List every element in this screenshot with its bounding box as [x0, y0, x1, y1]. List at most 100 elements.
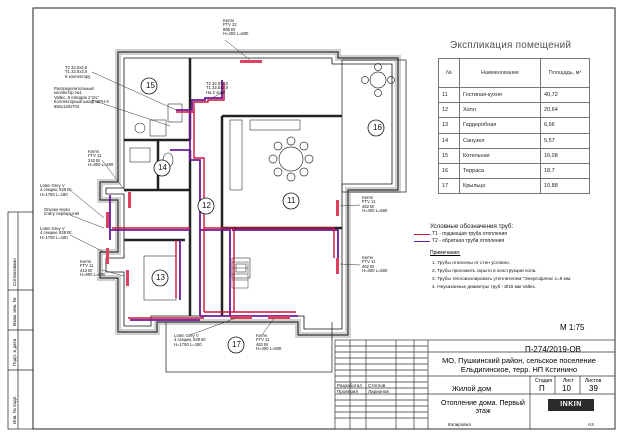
sheets-value: 39 — [589, 384, 598, 393]
stage-value: П — [539, 384, 545, 393]
inv-orig-label: Инв. № подл. — [12, 395, 17, 424]
table-cell: 17 — [438, 178, 460, 195]
project-address: МО, Пушкинский район, сельское поселение… — [442, 356, 596, 374]
dining-table — [268, 136, 314, 182]
object-name: Жилой дом — [452, 384, 492, 393]
note-item: 4. Неуказанные диаметры труб - Ø16 мм Va… — [432, 284, 537, 289]
sheet-value: 10 — [562, 384, 571, 393]
table-cell: Гардеробная — [459, 117, 541, 134]
table-cell: 20,64 — [540, 102, 590, 119]
explication-header-cell: № — [438, 58, 460, 88]
radiator-marks — [106, 60, 339, 319]
format-label: А3 — [588, 422, 594, 427]
document-title: Отопление дома. Первый этаж — [441, 400, 525, 416]
side-strip — [7, 211, 34, 430]
title-block-grid — [334, 339, 616, 430]
legend-t2-label: T2 - обратная труба отопления — [432, 238, 505, 244]
table-cell: 14 — [438, 132, 460, 149]
table-cell: 12 — [438, 102, 460, 119]
note-item: 2. Трубы проложить скрыто в конструкции … — [432, 268, 537, 273]
kitchen-counters — [229, 119, 301, 279]
table-cell: 13 — [438, 117, 460, 134]
pipes-t1 — [112, 82, 335, 319]
leader-lines — [69, 39, 361, 336]
table-cell: Крыльцо — [459, 178, 541, 195]
checker-role: Проверил — [337, 389, 359, 394]
company-logo: INKIN — [548, 399, 594, 411]
agreed-label: Согласовано — [12, 258, 17, 286]
table-cell: Холл — [459, 102, 541, 119]
table-cell: 10,88 — [540, 178, 590, 195]
notes-title: Примечания: — [430, 250, 461, 256]
table-cell: Котельная — [459, 147, 541, 164]
explication-title: Экспликация помещений — [450, 40, 572, 51]
explication-header-cell: Площадь, м² — [540, 58, 590, 88]
table-cell: Гостиная-кухня — [459, 86, 541, 104]
room-number-15: 15 — [146, 81, 155, 90]
explication-header-cell: Наименование — [459, 58, 541, 88]
legend-t1-label: T1 - подающая труба отопления — [432, 231, 507, 237]
table-cell: 15 — [438, 147, 460, 164]
table-cell: 5,57 — [540, 132, 590, 149]
table-cell: 16 — [438, 162, 460, 180]
copied-label: Копировал — [448, 422, 472, 427]
note-item: 3. Трубы теплоизолировать утеплителем "Э… — [432, 276, 572, 281]
table-cell: Санузел — [459, 132, 541, 149]
pipes-t2 — [109, 80, 339, 321]
porch-outline — [165, 322, 333, 373]
inv-subst-label: Взам. инв. № — [12, 297, 17, 326]
room-number-17: 17 — [232, 340, 241, 349]
document-code: П-274/2019-ОВ — [525, 345, 582, 354]
stage-label: Стадия — [535, 378, 553, 384]
room-number-16: 16 — [373, 123, 382, 132]
room-number-13: 13 — [156, 273, 165, 282]
scale-label: M 1:75 — [560, 323, 585, 332]
room-number-11: 11 — [287, 196, 296, 205]
sign-date-label: Подп. и дата — [12, 338, 17, 366]
table-cell: 16,08 — [540, 147, 590, 164]
table-cell: 40,72 — [540, 86, 590, 104]
table-cell: Терраса — [459, 162, 541, 180]
terrace-outline — [341, 59, 407, 193]
room-number-12: 12 — [202, 201, 211, 210]
terrace-table — [361, 63, 395, 97]
legend-t1-swatch — [414, 234, 430, 235]
legend-t2-swatch — [414, 241, 430, 242]
checker-name: Ларионов — [368, 389, 389, 394]
table-cell: 11 — [438, 86, 460, 104]
note-item: 1. Трубы отнесены от стен условно. — [432, 260, 511, 265]
table-cell: 6,66 — [540, 117, 590, 134]
legend-title: Условные обозначения труб: — [430, 223, 514, 230]
sheet-label: Лист — [563, 378, 574, 384]
outer-walls — [97, 49, 401, 338]
room-number-14: 14 — [158, 163, 167, 172]
boiler-equipment — [134, 103, 183, 137]
sheets-label: Листов — [585, 378, 602, 384]
room-circles — [140, 77, 385, 354]
developer-role: Разработал — [337, 383, 363, 388]
table-cell: 18,7 — [540, 162, 590, 180]
explication-header-row: № Наименование Площадь, м² — [438, 58, 590, 88]
